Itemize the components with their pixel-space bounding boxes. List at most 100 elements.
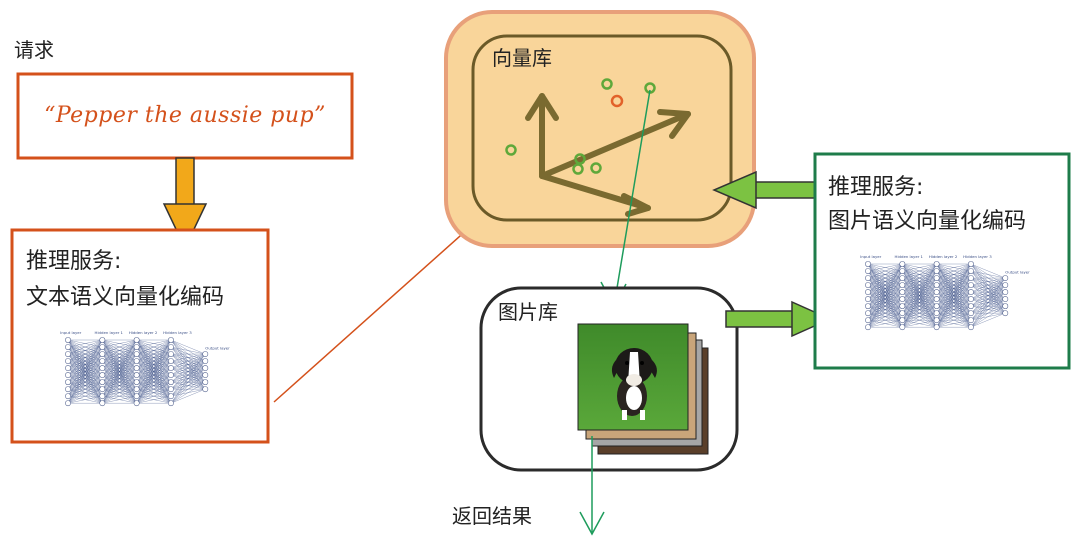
- nn-edge: [902, 263, 937, 314]
- nn-node: [968, 261, 974, 267]
- nn-node: [933, 310, 940, 317]
- nn-edge: [936, 284, 972, 328]
- nn-edge: [902, 263, 937, 272]
- nn-node: [865, 317, 871, 324]
- nn-edge: [936, 263, 972, 279]
- nn-node: [133, 351, 140, 357]
- nn-edge: [67, 339, 103, 390]
- nn-node: [133, 393, 140, 400]
- nn-edge: [136, 388, 172, 404]
- nn-layer-label: Hidden layer 1: [95, 330, 124, 335]
- nn-node: [1002, 282, 1009, 288]
- nn-edge: [136, 367, 172, 404]
- vector-db-outer: [444, 10, 756, 248]
- nn-edge: [136, 339, 172, 390]
- nn-edge: [102, 339, 137, 404]
- nn-edge: [136, 339, 172, 369]
- nn-node: [168, 358, 174, 364]
- nn-edge: [936, 263, 972, 321]
- nn-node: [168, 372, 174, 379]
- nn-node: [899, 275, 906, 281]
- nn-edge: [170, 353, 206, 369]
- nn-edge: [867, 263, 903, 286]
- nn-edge: [867, 270, 903, 328]
- nn-layer-label: Hidden layer 2: [929, 254, 958, 259]
- nn-layer-label: Hidden layer 2: [129, 330, 158, 335]
- nn-node: [968, 296, 974, 303]
- nn-node: [1002, 289, 1009, 296]
- nn-edge: [970, 277, 1006, 300]
- nn-edge: [970, 277, 1006, 293]
- nn-edge: [867, 263, 903, 314]
- nn-edge: [867, 263, 903, 328]
- nn-edge: [102, 360, 137, 404]
- nn-node: [899, 261, 906, 267]
- nn-node: [968, 268, 974, 274]
- nn-edge: [970, 277, 1006, 314]
- nn-edge: [936, 263, 972, 293]
- nn-edge: [136, 395, 171, 404]
- nn-node: [133, 365, 140, 372]
- nn-edge: [867, 305, 903, 328]
- nn-edge: [67, 339, 103, 355]
- nn-edge: [102, 339, 137, 390]
- nn-edge: [67, 381, 103, 404]
- nn-edge: [867, 263, 903, 272]
- nn-node: [899, 282, 906, 288]
- nn-node: [933, 317, 940, 324]
- nn-node: [99, 400, 106, 407]
- nn-edge: [970, 277, 1006, 321]
- nn-edge: [936, 291, 972, 328]
- nn-edge: [936, 298, 972, 328]
- nn-node: [99, 344, 106, 350]
- nn-edge: [67, 339, 103, 348]
- nn-edge: [67, 339, 103, 397]
- nn-node: [899, 303, 906, 310]
- nn-node: [968, 282, 974, 288]
- nn-node: [933, 324, 940, 331]
- nn-edge: [67, 339, 103, 369]
- nn-edge: [170, 353, 206, 362]
- text-encoder-box: [10, 228, 270, 444]
- nn-edge: [67, 388, 103, 404]
- nn-edge: [902, 284, 937, 328]
- nn-edge: [170, 353, 206, 404]
- nn-edge: [102, 388, 137, 404]
- nn-edge: [902, 277, 937, 328]
- text-encoder-title-2: 文本语义向量化编码: [26, 285, 225, 310]
- green-left-arrow: [712, 170, 819, 210]
- nn-edge: [170, 353, 206, 390]
- nn-node: [133, 386, 140, 393]
- nn-edge: [170, 388, 206, 404]
- nn-node: [899, 289, 906, 296]
- nn-node: [168, 365, 174, 372]
- nn-node: [99, 351, 106, 357]
- nn-node: [865, 275, 871, 281]
- nn-edge: [867, 263, 903, 321]
- nn-edge: [902, 263, 937, 307]
- nn-node: [968, 317, 974, 324]
- nn-node: [168, 393, 174, 400]
- nn-edge: [902, 263, 937, 279]
- nn-node: [99, 379, 106, 386]
- result-arrow: [579, 436, 605, 536]
- nn-node: [202, 351, 209, 357]
- nn-edge: [936, 319, 971, 328]
- nn-node: [968, 289, 974, 296]
- puppy-photo: [611, 348, 657, 420]
- vector-db-inner: [471, 34, 733, 222]
- nn-edge: [902, 270, 937, 328]
- nn-edge: [867, 312, 903, 328]
- nn-edge: [902, 263, 937, 286]
- nn-edge: [170, 374, 206, 404]
- nn-node: [968, 275, 974, 281]
- nn-edge: [170, 367, 206, 404]
- nn-edge: [102, 346, 137, 404]
- nn-edge: [936, 312, 972, 328]
- nn-edge: [136, 339, 172, 362]
- nn-edge: [936, 263, 972, 314]
- nn-node: [1002, 303, 1009, 310]
- nn-edge: [970, 312, 1006, 328]
- nn-edge: [902, 312, 937, 328]
